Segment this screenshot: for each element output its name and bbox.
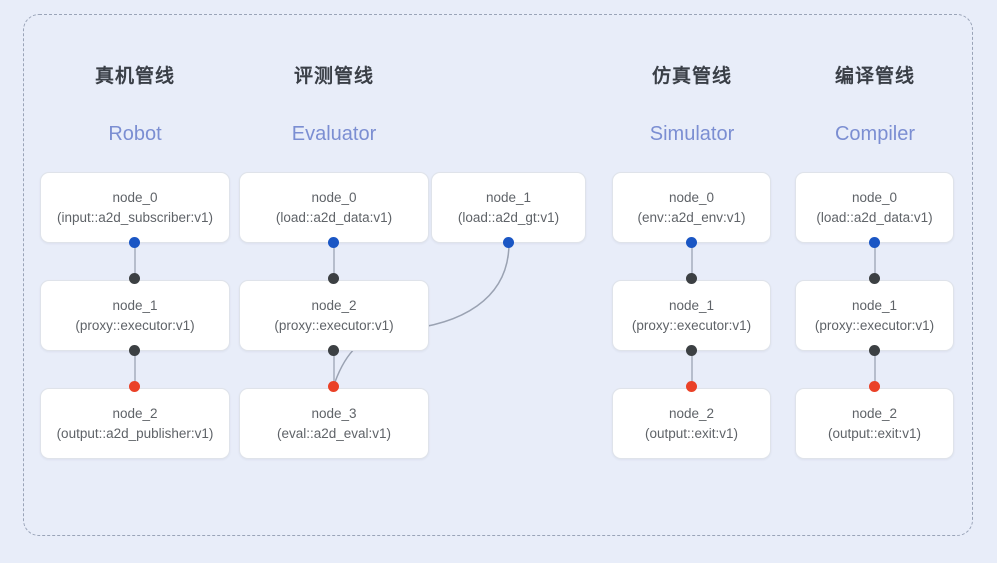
edge-compiler-1-2 (874, 351, 876, 388)
port-input-compiler-1[interactable] (869, 273, 880, 284)
node-name: node_1 (851, 297, 898, 313)
node-robot-1[interactable]: node_1 (proxy::executor:v1) (40, 280, 230, 351)
node-type: (load::a2d_gt:v1) (457, 209, 560, 225)
node-name: node_0 (311, 189, 357, 205)
port-output-evaluator-2[interactable] (328, 345, 339, 356)
column-title-en-simulator: Simulator (649, 123, 735, 145)
node-evaluator-1[interactable]: node_1 (load::a2d_gt:v1) (431, 172, 586, 243)
column-title-cn-simulator: 仿真管线 (651, 66, 732, 87)
node-name: node_0 (112, 189, 158, 205)
port-input-simulator-2[interactable] (686, 381, 697, 392)
pipeline-frame (23, 14, 973, 536)
node-type: (eval::a2d_eval:v1) (276, 425, 392, 441)
node-name: node_3 (311, 405, 357, 421)
node-name: node_2 (112, 405, 158, 421)
edge-simulator-0-1 (691, 243, 693, 280)
edge-evaluator-2-3 (333, 351, 335, 388)
node-type: (output::exit:v1) (644, 425, 739, 441)
port-output-robot-0[interactable] (129, 237, 140, 248)
column-title-en-compiler: Compiler (834, 123, 916, 145)
column-title-en-robot: Robot (108, 123, 162, 145)
column-title-cn-compiler: 编译管线 (834, 66, 915, 87)
node-type: (output::a2d_publisher:v1) (56, 425, 214, 441)
column-title-cn-robot: 真机管线 (94, 66, 175, 87)
edge-simulator-1-2 (691, 351, 693, 388)
node-type: (load::a2d_data:v1) (275, 209, 393, 225)
node-name: node_2 (668, 405, 715, 421)
node-compiler-0[interactable]: node_0 (load::a2d_data:v1) (795, 172, 954, 243)
port-input-evaluator-2[interactable] (328, 273, 339, 284)
port-output-simulator-0[interactable] (686, 237, 697, 248)
node-simulator-2[interactable]: node_2 (output::exit:v1) (612, 388, 771, 459)
node-name: node_1 (668, 297, 715, 313)
node-evaluator-2[interactable]: node_2 (proxy::executor:v1) (239, 280, 429, 351)
node-simulator-1[interactable]: node_1 (proxy::executor:v1) (612, 280, 771, 351)
edge-robot-1-2 (134, 351, 136, 388)
port-output-evaluator-0[interactable] (328, 237, 339, 248)
edge-robot-0-1 (134, 243, 136, 280)
node-type: (proxy::executor:v1) (274, 317, 394, 333)
node-compiler-1[interactable]: node_1 (proxy::executor:v1) (795, 280, 954, 351)
node-type: (proxy::executor:v1) (631, 317, 752, 333)
node-simulator-0[interactable]: node_0 (env::a2d_env:v1) (612, 172, 771, 243)
port-input-robot-2[interactable] (129, 381, 140, 392)
node-name: node_1 (485, 189, 532, 205)
port-input-simulator-1[interactable] (686, 273, 697, 284)
node-evaluator-3[interactable]: node_3 (eval::a2d_eval:v1) (239, 388, 429, 459)
port-output-compiler-0[interactable] (869, 237, 880, 248)
node-evaluator-0[interactable]: node_0 (load::a2d_data:v1) (239, 172, 429, 243)
edge-compiler-0-1 (874, 243, 876, 280)
node-name: node_0 (668, 189, 715, 205)
node-name: node_2 (851, 405, 898, 421)
column-title-cn-evaluator: 评测管线 (293, 66, 374, 87)
node-type: (proxy::executor:v1) (814, 317, 935, 333)
port-input-robot-1[interactable] (129, 273, 140, 284)
node-name: node_2 (311, 297, 357, 313)
node-type: (load::a2d_data:v1) (816, 209, 933, 225)
port-output-robot-1[interactable] (129, 345, 140, 356)
node-type: (output::exit:v1) (827, 425, 922, 441)
port-input-evaluator-3[interactable] (328, 381, 339, 392)
column-title-en-evaluator: Evaluator (291, 123, 377, 145)
node-type: (env::a2d_env:v1) (637, 209, 746, 225)
port-input-compiler-2[interactable] (869, 381, 880, 392)
node-robot-2[interactable]: node_2 (output::a2d_publisher:v1) (40, 388, 230, 459)
port-output-compiler-1[interactable] (869, 345, 880, 356)
node-robot-0[interactable]: node_0 (input::a2d_subscriber:v1) (40, 172, 230, 243)
edge-evaluator-0-2 (333, 243, 335, 280)
node-compiler-2[interactable]: node_2 (output::exit:v1) (795, 388, 954, 459)
node-type: (proxy::executor:v1) (75, 317, 195, 333)
node-name: node_1 (112, 297, 158, 313)
node-type: (input::a2d_subscriber:v1) (56, 209, 214, 225)
port-output-simulator-1[interactable] (686, 345, 697, 356)
port-output-evaluator-1[interactable] (503, 237, 514, 248)
node-name: node_0 (851, 189, 898, 205)
